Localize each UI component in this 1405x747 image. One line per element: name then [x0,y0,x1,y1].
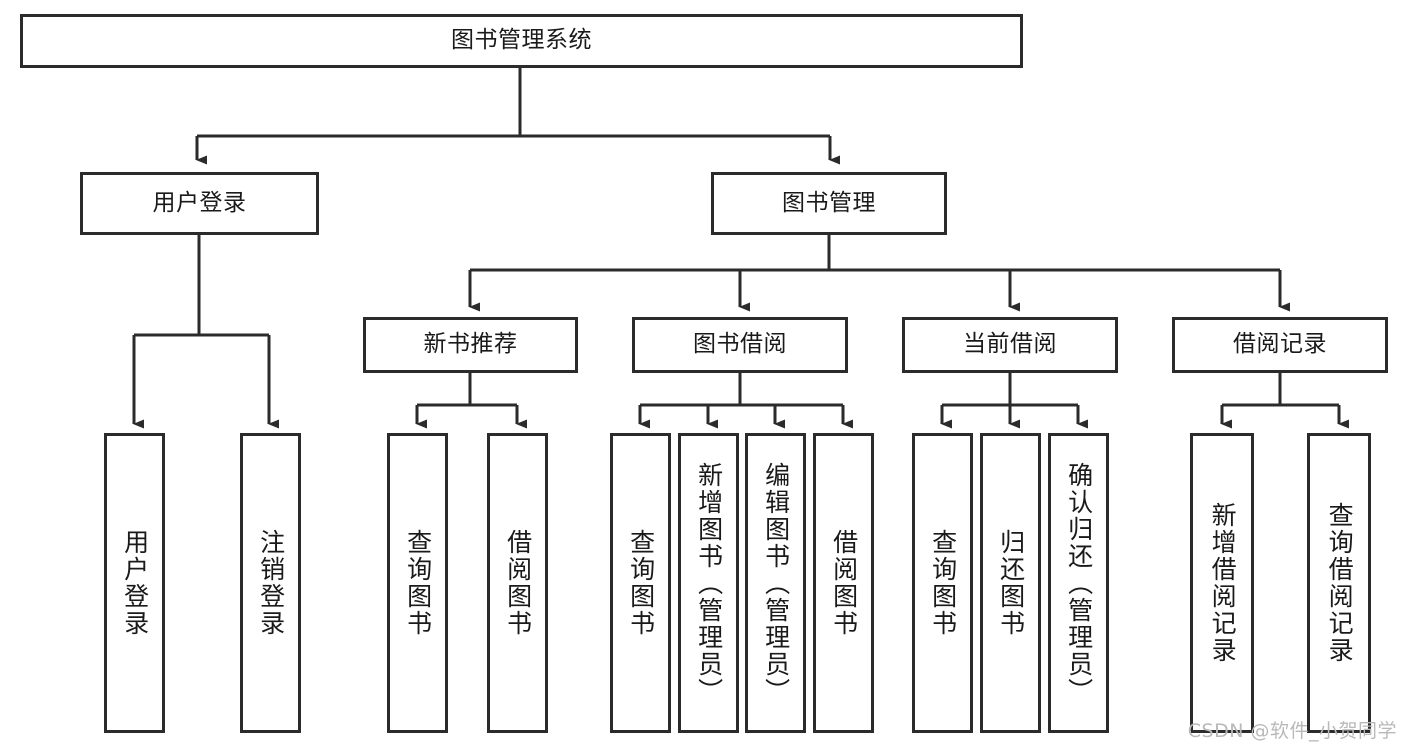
leaf-user-login-logout[interactable]: 注销登录 [240,433,301,733]
leaf-label: 注销登录 [256,529,286,637]
leaf-new-book-borrow[interactable]: 借阅图书 [487,433,548,733]
leaf-label: 查询图书 [626,529,656,637]
leaf-label: 用户登录 [120,529,150,637]
leaf-current-confirm-return[interactable]: 确认归还（管理员） [1048,433,1109,733]
leaf-label: 编辑图书（管理员） [761,461,791,705]
node-current-borrow[interactable]: 当前借阅 [902,317,1118,373]
leaf-borrow-borrow-book[interactable]: 借阅图书 [813,433,874,733]
leaf-label: 查询图书 [403,529,433,637]
leaf-new-book-query[interactable]: 查询图书 [387,433,448,733]
node-borrow-record-label: 借阅记录 [1233,331,1327,358]
node-current-borrow-label: 当前借阅 [963,331,1057,358]
leaf-borrow-edit-book[interactable]: 编辑图书（管理员） [745,433,806,733]
node-borrow-record[interactable]: 借阅记录 [1172,317,1388,373]
node-book-management-label: 图书管理 [782,189,876,216]
leaf-label: 新增借阅记录 [1208,502,1238,664]
leaf-record-query[interactable]: 查询借阅记录 [1307,433,1371,733]
leaf-borrow-add-book[interactable]: 新增图书（管理员） [678,433,739,733]
csdn-watermark: CSDN @软件_小贺同学 [1187,720,1397,742]
leaf-label: 新增图书（管理员） [694,461,724,705]
leaf-user-login-login[interactable]: 用户登录 [104,433,165,733]
leaf-label: 归还图书 [996,529,1026,637]
leaf-label: 借阅图书 [829,529,859,637]
leaf-label: 借阅图书 [503,529,533,637]
node-book-borrow-label: 图书借阅 [693,331,787,358]
leaf-label: 查询图书 [928,529,958,637]
leaf-record-add[interactable]: 新增借阅记录 [1190,433,1254,733]
node-user-login[interactable]: 用户登录 [80,172,319,235]
node-book-management[interactable]: 图书管理 [711,172,947,235]
node-book-borrow[interactable]: 图书借阅 [632,317,848,373]
leaf-current-query[interactable]: 查询图书 [912,433,973,733]
leaf-borrow-query[interactable]: 查询图书 [610,433,671,733]
leaf-label: 确认归还（管理员） [1064,461,1094,705]
node-root[interactable]: 图书管理系统 [20,14,1023,68]
node-root-label: 图书管理系统 [451,27,592,54]
node-new-book-recommend[interactable]: 新书推荐 [363,317,578,373]
node-new-book-recommend-label: 新书推荐 [423,331,518,358]
node-user-login-label: 用户登录 [152,189,247,216]
leaf-current-return[interactable]: 归还图书 [980,433,1041,733]
leaf-label: 查询借阅记录 [1325,502,1355,664]
